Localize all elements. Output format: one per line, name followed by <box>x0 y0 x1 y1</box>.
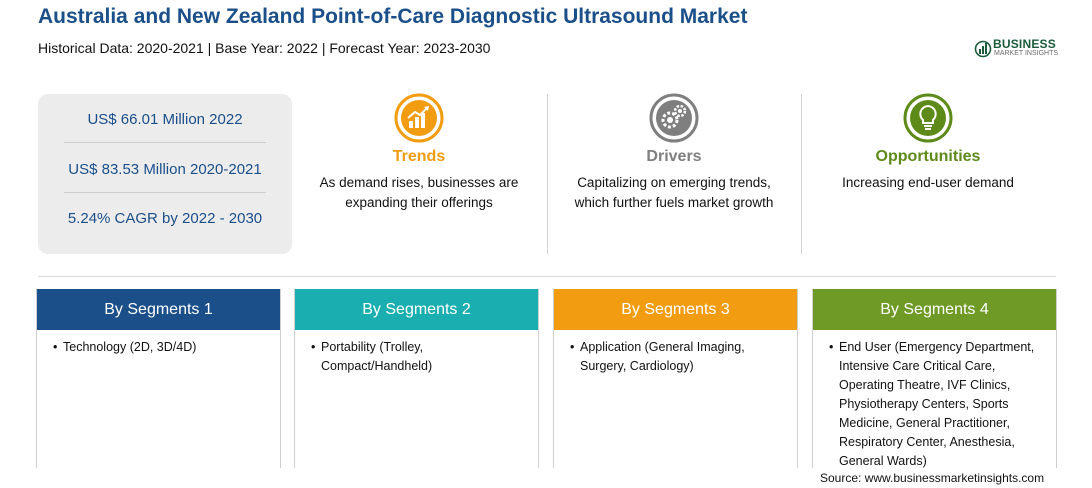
logo-globe-icon <box>974 40 992 58</box>
logo-sub: MARKET INSIGHTS <box>994 50 1059 57</box>
segment-body: • End User (Emergency Department, Intens… <box>813 330 1056 471</box>
stat-divider <box>64 192 266 193</box>
source-note: Source: www.businessmarketinsights.com <box>820 471 1045 485</box>
feature-text: As demand rises, businesses are expandin… <box>319 175 519 210</box>
segment-list-item: • End User (Emergency Department, Intens… <box>829 338 1050 471</box>
segment-header: By Segments 2 <box>295 289 538 330</box>
bullet: • <box>311 340 316 354</box>
feature-title: Trends <box>392 148 446 165</box>
segment-header: By Segments 4 <box>813 289 1056 330</box>
segment-card-2: By Segments 2 • Portability (Trolley, Co… <box>294 289 539 468</box>
market-stats-panel: US$ 66.01 Million 2022 US$ 83.53 Million… <box>38 94 292 254</box>
bar-chart-growth-icon <box>394 93 444 143</box>
segment-card-4: By Segments 4 • End User (Emergency Depa… <box>812 289 1057 468</box>
feature-title: Drivers <box>646 148 702 165</box>
segment-item-text: Portability (Trolley, Compact/Handheld) <box>321 340 433 373</box>
segment-header: By Segments 1 <box>37 289 280 330</box>
lightbulb-icon <box>903 93 953 143</box>
bullet: • <box>53 340 58 354</box>
feature-text: Increasing end-user demand <box>842 175 1014 190</box>
feature-title: Opportunities <box>875 148 981 165</box>
stat-cagr: 5.24% CAGR by 2022 - 2030 <box>67 210 263 227</box>
segment-card-3: By Segments 3 • Application (General Ima… <box>553 289 798 468</box>
segment-item-text: Technology (2D, 3D/4D) <box>63 340 197 354</box>
column-divider <box>801 94 802 254</box>
segment-header: By Segments 3 <box>554 289 797 330</box>
segment-body: • Portability (Trolley, Compact/Handheld… <box>295 330 538 376</box>
column-divider <box>547 94 548 254</box>
section-divider <box>38 276 1056 277</box>
page-subtitle: Historical Data: 2020-2021 | Base Year: … <box>38 40 491 56</box>
bullet: • <box>570 340 575 354</box>
stat-divider <box>64 142 266 143</box>
feature-opportunities: Opportunities Increasing end-user demand <box>801 92 1055 193</box>
feature-trends: Trends As demand rises, businesses are e… <box>292 92 546 213</box>
stat-market-value-historical: US$ 83.53 Million 2020-2021 <box>68 161 262 178</box>
segment-list-item: • Portability (Trolley, Compact/Handheld… <box>311 338 532 376</box>
segment-list-item: • Application (General Imaging, Surgery,… <box>570 338 791 376</box>
stat-market-value-2022: US$ 66.01 Million 2022 <box>87 111 243 128</box>
segment-item-text: Application (General Imaging, Surgery, C… <box>580 340 745 373</box>
segment-card-1: By Segments 1 • Technology (2D, 3D/4D) <box>36 289 281 468</box>
segment-item-text: End User (Emergency Department, Intensiv… <box>839 340 1035 468</box>
business-market-insights-logo: BUSINESS MARKET INSIGHTS <box>974 36 1064 62</box>
page-title: Australia and New Zealand Point-of-Care … <box>38 5 748 28</box>
gears-icon <box>649 93 699 143</box>
segment-list-item: • Technology (2D, 3D/4D) <box>53 338 274 357</box>
feature-text: Capitalizing on emerging trends, which f… <box>574 175 774 210</box>
bullet: • <box>829 340 834 354</box>
logo-word: BUSINESS <box>993 37 1056 51</box>
segment-body: • Technology (2D, 3D/4D) <box>37 330 280 357</box>
feature-drivers: Drivers Capitalizing on emerging trends,… <box>547 92 801 213</box>
segment-body: • Application (General Imaging, Surgery,… <box>554 330 797 376</box>
